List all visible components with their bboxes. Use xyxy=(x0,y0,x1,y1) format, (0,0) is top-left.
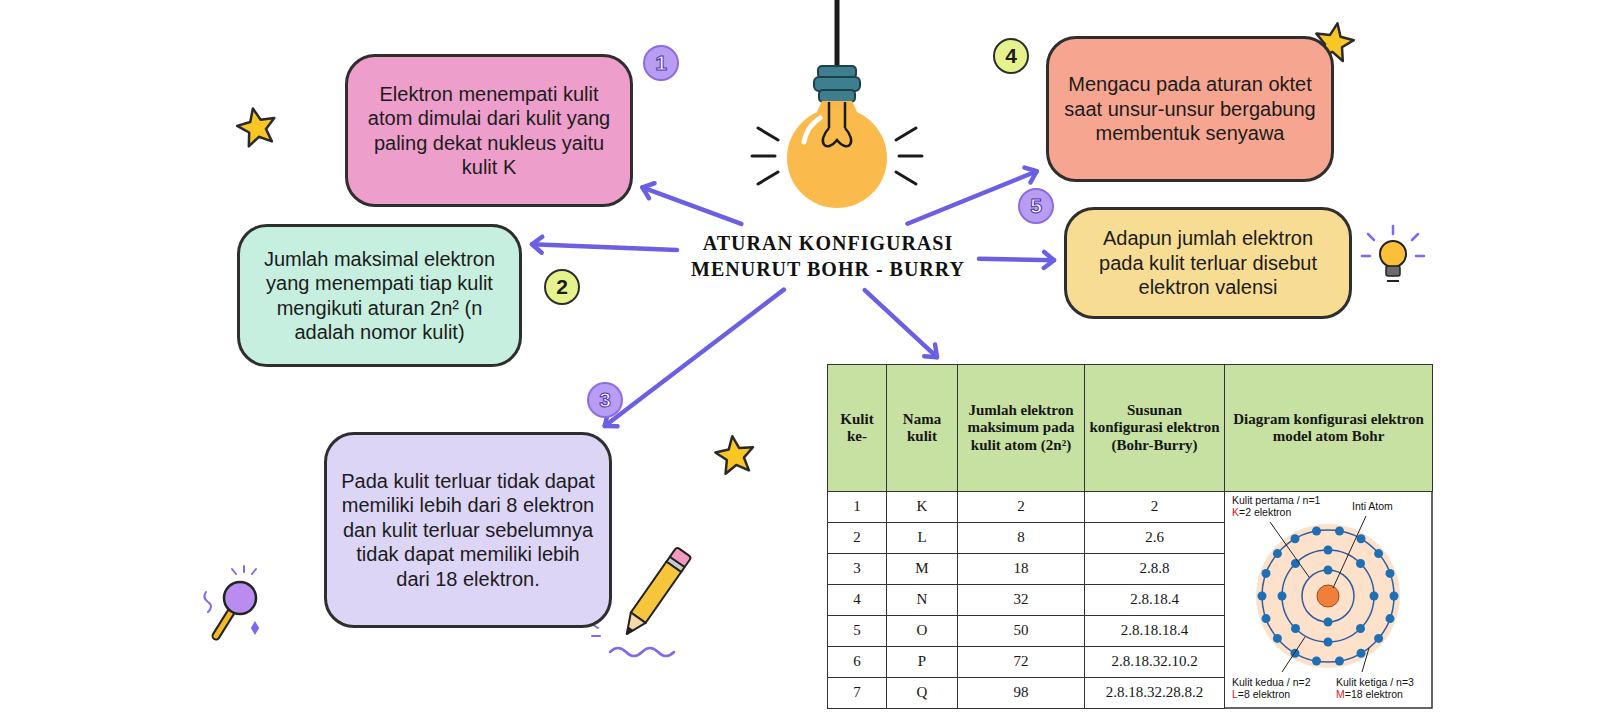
table-cell: 72 xyxy=(957,646,1085,678)
table-cell: 50 xyxy=(957,615,1085,647)
table-header: Diagram konfigurasi elektron model atom … xyxy=(1224,364,1433,492)
arrow-connector xyxy=(907,171,1036,224)
electron-shell xyxy=(1302,570,1354,622)
table-cell: K xyxy=(886,491,958,523)
rule-text: Adapun jumlah elektron pada kulit terlua… xyxy=(1081,226,1335,299)
bulb-highlight xyxy=(804,118,820,142)
table-cell: 1 xyxy=(827,491,887,523)
callout-number: 4 xyxy=(993,38,1029,74)
table-cell: 8 xyxy=(957,522,1085,554)
table-diagram-cell xyxy=(1224,491,1432,708)
star xyxy=(713,434,756,475)
rule-text: Elektron menempati kulit atom dimulai da… xyxy=(362,82,616,180)
topic-title: ATURAN KONFIGURASI MENURUT BOHR - BURRY xyxy=(687,230,969,282)
table-cell: 2.8.18.4 xyxy=(1084,584,1225,616)
star xyxy=(234,104,279,147)
leader-lines xyxy=(1270,516,1369,672)
atom-label: L=8 elektron xyxy=(1232,688,1290,700)
table-cell: 7 xyxy=(827,677,887,709)
rule-text: Mengacu pada aturan oktet saat unsur-uns… xyxy=(1063,72,1317,145)
table-cell: Q xyxy=(886,677,958,709)
table-cell: 2 xyxy=(957,491,1085,523)
electron-shell xyxy=(1282,550,1374,642)
bulb-rays xyxy=(752,128,922,184)
bulb-socket xyxy=(819,90,855,102)
rule-text: Pada kulit terluar tidak dapat memiliki … xyxy=(341,469,595,591)
table-cell: 4 xyxy=(827,584,887,616)
bulb-cord xyxy=(835,0,840,70)
configuration-table: Kulit ke-Nama kulitJumlah elektron maksi… xyxy=(827,364,1432,708)
table-header: Susunan konfigurasi elektron (Bohr-Burry… xyxy=(1084,364,1225,492)
table-cell: O xyxy=(886,615,958,647)
table-header: Kulit ke- xyxy=(827,364,887,492)
callout-number: 5 xyxy=(1018,188,1054,224)
callout-number: 1 xyxy=(643,45,679,81)
table-header: Nama kulit xyxy=(886,364,958,492)
rule-box: Mengacu pada aturan oktet saat unsur-uns… xyxy=(1046,36,1334,182)
table-cell: 3 xyxy=(827,553,887,585)
electrons xyxy=(1258,527,1399,666)
lightbulb xyxy=(752,0,922,208)
bulb-filament xyxy=(823,102,851,146)
table-cell: 2 xyxy=(1084,491,1225,523)
table-cell: 2.8.18.32.28.8.2 xyxy=(1084,677,1225,709)
magnifier-icon xyxy=(204,566,258,636)
small-bulb-icon xyxy=(1362,226,1424,281)
atom-label: M=18 elektron xyxy=(1336,688,1403,700)
atom-label: Kulit pertama / n=1 xyxy=(1232,494,1320,506)
rule-box: Adapun jumlah elektron pada kulit terlua… xyxy=(1064,207,1352,319)
callout-number: 2 xyxy=(544,269,580,305)
arrow-connector xyxy=(605,290,784,426)
atom-label: Inti Atom xyxy=(1352,500,1393,512)
table-cell: 2.6 xyxy=(1084,522,1225,554)
callout-number: 3 xyxy=(587,382,623,418)
atom-disc xyxy=(1256,524,1400,668)
rule-box: Elektron menempati kulit atom dimulai da… xyxy=(345,54,633,207)
table-cell: 2 xyxy=(827,522,887,554)
atom-label: Kulit kedua / n=2 xyxy=(1232,676,1311,688)
bohr-atom-diagram xyxy=(1224,491,1432,708)
rule-box: Jumlah maksimal elektron yang menempati … xyxy=(237,224,522,367)
table-cell: 2.8.18.32.10.2 xyxy=(1084,646,1225,678)
arrow-connector xyxy=(532,244,677,250)
table-cell: 2.8.8 xyxy=(1084,553,1225,585)
table-header: Jumlah elektron maksimum pada kulit atom… xyxy=(957,364,1085,492)
atom-nucleus xyxy=(1317,585,1339,607)
electron-shell xyxy=(1262,530,1394,662)
bulb-socket xyxy=(814,77,860,91)
arrow-connector xyxy=(642,187,741,224)
central-topic: ATURAN KONFIGURASI MENURUT BOHR - BURRY xyxy=(683,226,973,286)
table-cell: 2.8.18.18.4 xyxy=(1084,615,1225,647)
table-cell: 6 xyxy=(827,646,887,678)
bulb-glass xyxy=(787,108,887,208)
rule-box: Pada kulit terluar tidak dapat memiliki … xyxy=(324,432,612,628)
table-cell: 18 xyxy=(957,553,1085,585)
table-cell: 32 xyxy=(957,584,1085,616)
table-cell: M xyxy=(886,553,958,585)
table-cell: 5 xyxy=(827,615,887,647)
table-cell: 98 xyxy=(957,677,1085,709)
arrow-connector xyxy=(865,290,937,357)
table-cell: P xyxy=(886,646,958,678)
atom-label: K=2 elektron xyxy=(1232,506,1291,518)
arrow-connector xyxy=(979,259,1054,260)
table-cell: L xyxy=(886,522,958,554)
atom-label: Kulit ketiga / n=3 xyxy=(1336,676,1414,688)
table-cell: N xyxy=(886,584,958,616)
rule-text: Jumlah maksimal elektron yang menempati … xyxy=(254,247,505,345)
